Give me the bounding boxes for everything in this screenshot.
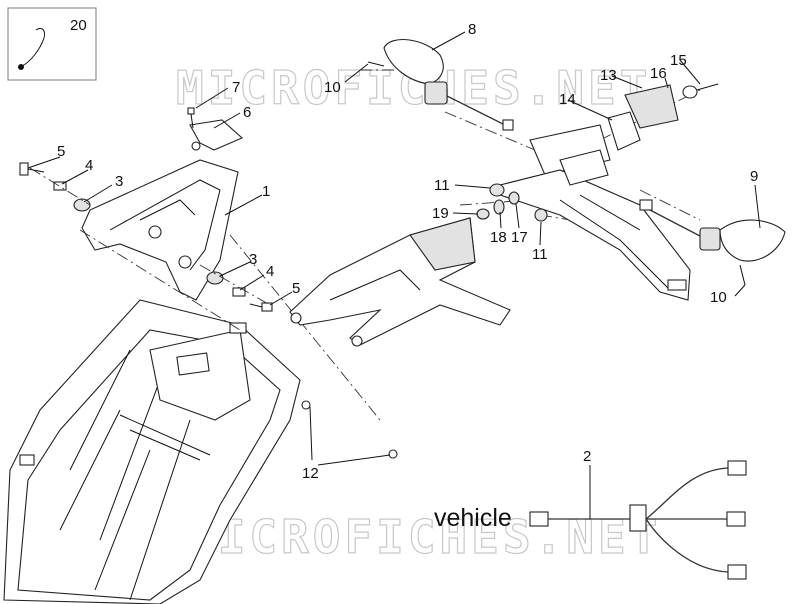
callout-14: 14	[559, 91, 576, 108]
rear-fender	[3, 299, 301, 604]
callout-10-top: 10	[324, 79, 341, 96]
callout-3-right: 3	[249, 251, 257, 268]
center-nuts	[476, 183, 548, 222]
callout-12: 12	[302, 465, 319, 482]
left-fasteners	[19, 107, 398, 459]
rear-light-assembly	[499, 124, 691, 301]
callout-5-left: 5	[57, 143, 65, 160]
callout-2: 2	[583, 448, 591, 465]
light-bracket	[607, 83, 719, 151]
callout-4-left: 4	[85, 157, 93, 174]
callout-7: 7	[232, 79, 240, 96]
callout-16: 16	[650, 65, 667, 82]
callout-9: 9	[750, 168, 758, 185]
callout-1: 1	[262, 183, 270, 200]
callout-3-left: 3	[115, 173, 123, 190]
callout-4-right: 4	[266, 263, 274, 280]
callout-17: 17	[511, 229, 528, 246]
turn-signal-right	[639, 199, 786, 286]
callout-5-right: 5	[292, 280, 300, 297]
center-mount	[289, 217, 511, 347]
callout-10-right: 10	[710, 289, 727, 306]
callout-18: 18	[490, 229, 507, 246]
callout-15: 15	[670, 52, 687, 69]
callout-13: 13	[600, 67, 617, 84]
callout-6: 6	[243, 104, 251, 121]
callout-19: 19	[432, 205, 449, 222]
legend-ref-20: 20	[70, 17, 87, 34]
callout-11-right: 11	[532, 246, 548, 263]
grease-tube-tip	[18, 64, 24, 70]
vehicle-label: vehicle	[434, 504, 512, 532]
small-bracket	[189, 119, 244, 151]
wiring-harness: vehicle	[434, 460, 747, 580]
legend-box: 20	[7, 7, 97, 81]
callouts: 7 6 5 4 3 1 3 4 5 12 8 10 13 14 16 15 11…	[57, 21, 758, 482]
callout-8: 8	[468, 21, 476, 38]
grease-tube-icon	[21, 27, 45, 67]
leader-lines	[27, 31, 761, 466]
callout-11-left: 11	[434, 177, 450, 194]
turn-signal-top	[367, 39, 514, 131]
